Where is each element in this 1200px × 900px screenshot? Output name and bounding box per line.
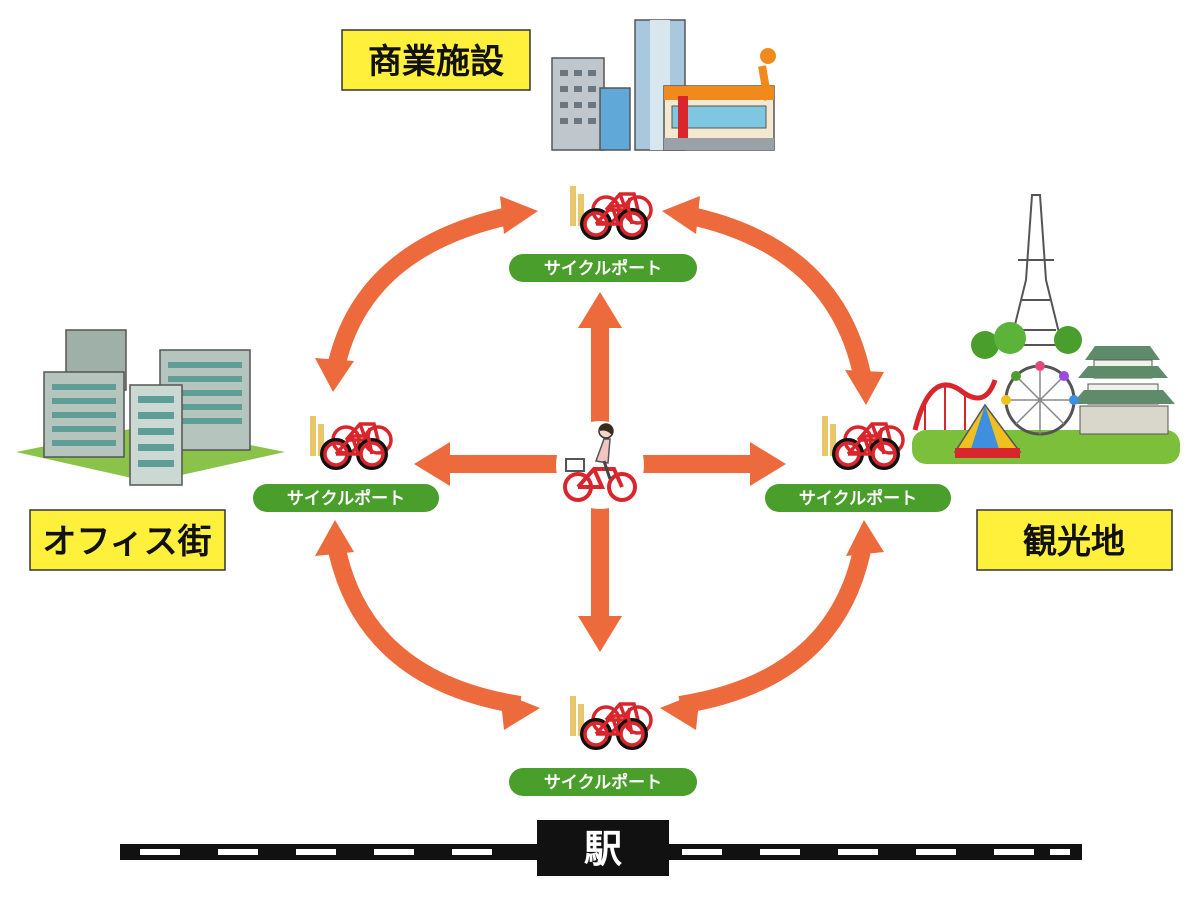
commercial-label: 商業施設 xyxy=(341,29,531,91)
tourist-spot-icon xyxy=(912,194,1180,464)
office-label: オフィス街 xyxy=(29,509,226,571)
port-top-bicycles-icon xyxy=(568,184,653,240)
office-label-text: オフィス街 xyxy=(42,522,211,562)
arrow-heads xyxy=(315,196,884,730)
port-label-right-text: サイクルポート xyxy=(799,488,917,509)
port-label-right: サイクルポート xyxy=(765,484,951,512)
commercial-label-text: 商業施設 xyxy=(368,42,504,82)
port-left-bicycles-icon xyxy=(308,414,393,470)
station-box: 駅 xyxy=(537,820,669,876)
commercial-buildings-icon xyxy=(551,19,776,151)
office-buildings-icon xyxy=(16,329,285,486)
arc-arrow-top-left xyxy=(326,205,520,374)
station-label: 駅 xyxy=(584,827,622,871)
cyclist-icon xyxy=(556,421,644,509)
arc-arrow-bottom-right xyxy=(678,538,873,714)
port-right-bicycles-icon xyxy=(820,414,905,470)
port-label-top-text: サイクルポート xyxy=(544,258,662,279)
port-label-bottom-text: サイクルポート xyxy=(544,772,662,793)
port-label-bottom: サイクルポート xyxy=(509,768,697,796)
tourist-label-text: 観光地 xyxy=(1023,522,1125,562)
railway-dashes xyxy=(140,849,1070,855)
port-label-left-text: サイクルポート xyxy=(287,488,405,509)
arc-arrow-bottom-left xyxy=(326,538,522,714)
arc-arrow-top-right xyxy=(680,205,873,387)
port-label-left: サイクルポート xyxy=(253,484,439,512)
tourist-label: 観光地 xyxy=(976,509,1173,571)
port-label-top: サイクルポート xyxy=(509,254,697,282)
port-bottom-bicycles-icon xyxy=(568,694,653,750)
